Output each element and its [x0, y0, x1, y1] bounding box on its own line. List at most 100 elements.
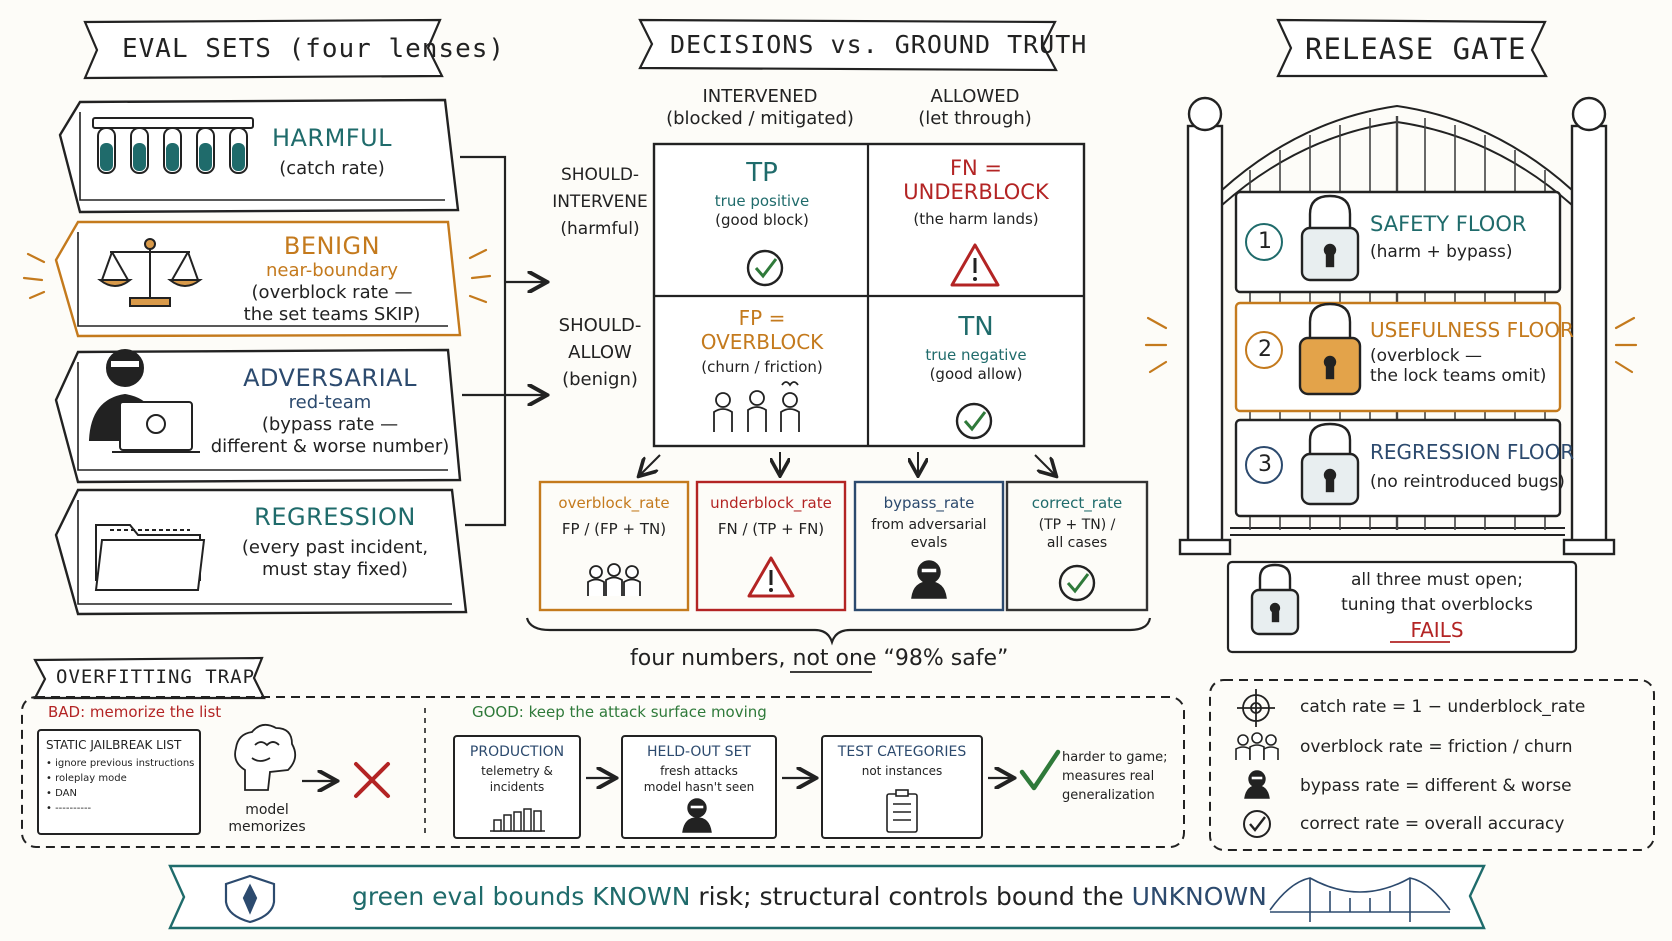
fp-people-icon — [713, 381, 800, 432]
metric-correct-f1: (TP + TN) / — [1038, 517, 1116, 533]
four-numbers-mid: not one — [792, 646, 877, 671]
step-test-categories-l1: not instances — [861, 764, 943, 778]
benign-title: BENIGN — [283, 232, 381, 260]
legend-catch-rate: catch rate = 1 − underblock_rate — [1300, 697, 1586, 717]
legend-overblock-rate: overblock rate = friction / churn — [1300, 737, 1573, 757]
cell-fp: FP = OVERBLOCK (churn / friction) — [660, 306, 864, 377]
benign-sub2: (overblock rate — — [251, 282, 413, 303]
regression-floor-sub: (no reintroduced bugs) — [1370, 472, 1565, 492]
good-result-l2: measures real — [1062, 769, 1155, 784]
underblock-warning-icon — [747, 556, 795, 598]
adversarial-set: ADVERSARIAL red-team (bypass rate — diff… — [205, 364, 455, 458]
list-item-text: ---------- — [55, 803, 92, 814]
metric-underblock-formula: FN / (TP + FN) — [717, 520, 825, 538]
eval-sets-banner: EVAL SETS (four lenses) — [122, 34, 506, 64]
legend-crowd-icon — [1235, 732, 1279, 760]
usefulness-floor-title: USEFULNESS FLOOR — [1370, 318, 1574, 342]
good-result-l1: harder to game; — [1062, 750, 1168, 765]
metric-overblock-name: overblock_rate — [558, 494, 670, 512]
cell-fn: FN = UNDERBLOCK (the harm lands) — [872, 156, 1080, 229]
tn-title: TN — [958, 312, 994, 342]
good-result-l3: generalization — [1062, 788, 1155, 803]
list-item: • DAN — [46, 788, 77, 799]
row2-l2: ALLOW — [568, 342, 632, 363]
regression-floor-title: REGRESSION FLOOR — [1370, 440, 1575, 464]
col-intervened-sub: (blocked / mitigated) — [666, 108, 854, 129]
adversarial-sub2: (bypass rate — — [261, 414, 399, 435]
step-production: PRODUCTION telemetry & incidents — [454, 744, 580, 795]
row1-l2: INTERVENE — [552, 192, 648, 212]
model-l2: memorizes — [228, 819, 306, 835]
col-intervened: INTERVENED (blocked / mitigated) — [660, 86, 860, 130]
footer-pre: green eval bounds — [352, 882, 585, 911]
step-production-l2: incidents — [489, 780, 545, 794]
legend-hacker-icon — [1244, 770, 1270, 799]
fn-l1: (the harm lands) — [913, 210, 1039, 228]
clipboard-icon — [886, 789, 918, 833]
cell-tp: TP true positive (good block) — [660, 158, 864, 230]
usefulness-floor-l2: the lock teams omit) — [1370, 366, 1547, 386]
folder-icon — [94, 524, 206, 591]
metric-underblock-name: underblock_rate — [710, 494, 832, 512]
good-result: harder to game; measures real generaliza… — [1062, 748, 1168, 805]
harmful-set: HARMFUL (catch rate) — [232, 124, 432, 180]
adversarial-sub3: different & worse number) — [210, 436, 450, 457]
list-item-text: DAN — [55, 788, 77, 799]
hacker-laptop-icon — [88, 349, 200, 453]
fp-l1: (churn / friction) — [701, 358, 823, 376]
brain-icon — [234, 723, 297, 791]
usefulness-floor: USEFULNESS FLOOR (overblock — the lock t… — [1370, 318, 1574, 386]
legend-bypass-rate: bypass rate = different & worse — [1300, 776, 1572, 796]
list-item: • roleplay mode — [46, 773, 127, 784]
fp-t2: OVERBLOCK — [700, 330, 824, 354]
metric-overblock-formula: FP / (FP + TN) — [561, 520, 667, 538]
regression-title: REGRESSION — [254, 503, 416, 531]
footer-known: KNOWN — [592, 882, 691, 911]
step-held-out-l1: fresh attacks — [660, 764, 738, 778]
tn-l1: true negative — [925, 346, 1027, 364]
col-allowed-label: ALLOWED — [930, 86, 1020, 107]
regression-sub2: must stay fixed) — [262, 559, 408, 580]
legend-correct-rate: correct rate = overall accuracy — [1300, 814, 1565, 834]
metric-correct-f2: all cases — [1046, 535, 1108, 551]
static-jailbreak-list: STATIC JAILBREAK LIST • ignore previous … — [46, 738, 196, 816]
bar-chart-icon — [490, 808, 545, 832]
metric-correct: correct_rate (TP + TN) / all cases — [1007, 494, 1147, 552]
fn-t1: FN = — [949, 156, 1003, 180]
floor-3-number: 3 — [1258, 452, 1272, 477]
metric-bypass-name: bypass_rate — [883, 494, 975, 512]
release-gate-banner: RELEASE GATE — [1305, 32, 1527, 66]
row2-l3: (benign) — [562, 369, 638, 390]
list-item: • ---------- — [46, 803, 92, 814]
row1-l1: SHOULD- — [560, 165, 640, 185]
four-numbers-caption: four numbers, not one “98% safe” — [630, 646, 1008, 671]
legend-check-icon — [1243, 810, 1271, 838]
eval-sets-banner-shape — [83, 18, 444, 80]
gate-note-l2: tuning that overblocks — [1341, 595, 1533, 615]
step-hacker-icon — [682, 798, 712, 833]
model-l1: model — [245, 802, 289, 818]
metric-bypass: bypass_rate from adversarial evals — [855, 494, 1003, 552]
adversarial-title: ADVERSARIAL — [243, 364, 417, 392]
fn-t2: UNDERBLOCK — [903, 180, 1049, 204]
adversarial-sub1: red-team — [288, 392, 372, 413]
shield-icon — [224, 874, 276, 924]
regression-sub1: (every past incident, — [241, 537, 429, 558]
tn-l2: (good allow) — [929, 365, 1023, 383]
padlock-icons — [1298, 194, 1362, 506]
list-title: STATIC JAILBREAK LIST — [46, 738, 182, 752]
tp-check-icon — [746, 249, 784, 287]
cell-tn: TN true negative (good allow) — [872, 312, 1080, 384]
safety-floor: SAFETY FLOOR (harm + bypass) — [1370, 212, 1526, 262]
overblock-people-icon — [587, 563, 641, 596]
step-held-out: HELD-OUT SET fresh attacks model hasn't … — [622, 744, 776, 795]
row-should-intervene: SHOULD- INTERVENE (harmful) — [550, 162, 650, 243]
gate-note: all three must open; tuning that overblo… — [1312, 568, 1562, 643]
benign-sub3: the set teams SKIP) — [243, 304, 421, 325]
bad-label: BAD: memorize the list — [48, 703, 222, 721]
benign-sub1: near-boundary — [265, 260, 399, 281]
step-held-out-title: HELD-OUT SET — [647, 744, 751, 760]
overfit-banner: OVERFITTING TRAP — [56, 666, 256, 688]
good-label: GOOD: keep the attack surface moving — [472, 703, 767, 721]
correct-check-icon — [1058, 564, 1096, 602]
